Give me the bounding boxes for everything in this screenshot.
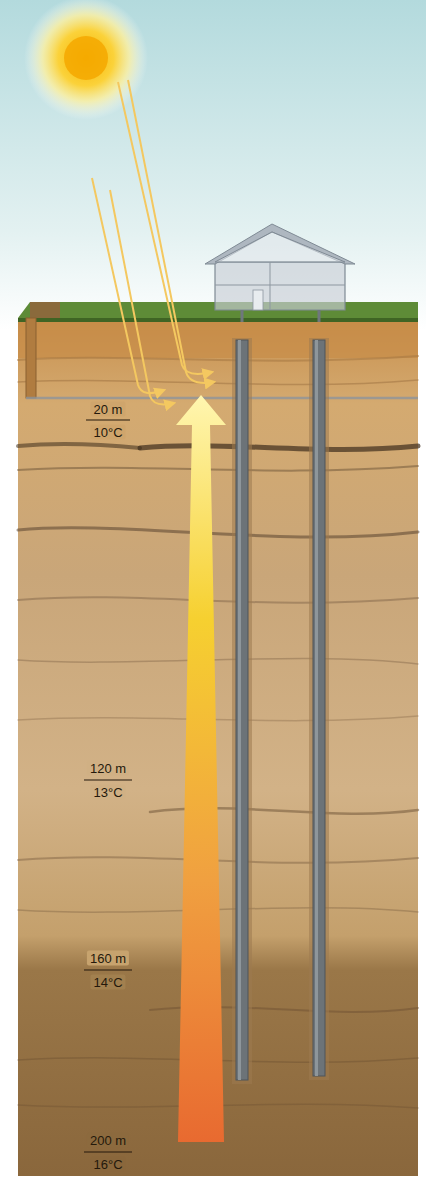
- heat-arrow: [176, 395, 226, 1142]
- sun-ray: [92, 80, 214, 404]
- depth-value: 200 m: [87, 1133, 129, 1148]
- depth-value: 160 m: [87, 951, 129, 966]
- borehole-probe: [232, 338, 329, 1084]
- temperature-value: 14°C: [90, 975, 125, 990]
- depth-rule: [84, 420, 132, 1152]
- depth-value: 120 m: [87, 761, 129, 776]
- temperature-value: 10°C: [90, 425, 125, 440]
- temperature-value: 16°C: [90, 1157, 125, 1172]
- house-icon: [205, 224, 355, 322]
- depth-value: 20 m: [91, 402, 126, 417]
- temperature-value: 13°C: [90, 785, 125, 800]
